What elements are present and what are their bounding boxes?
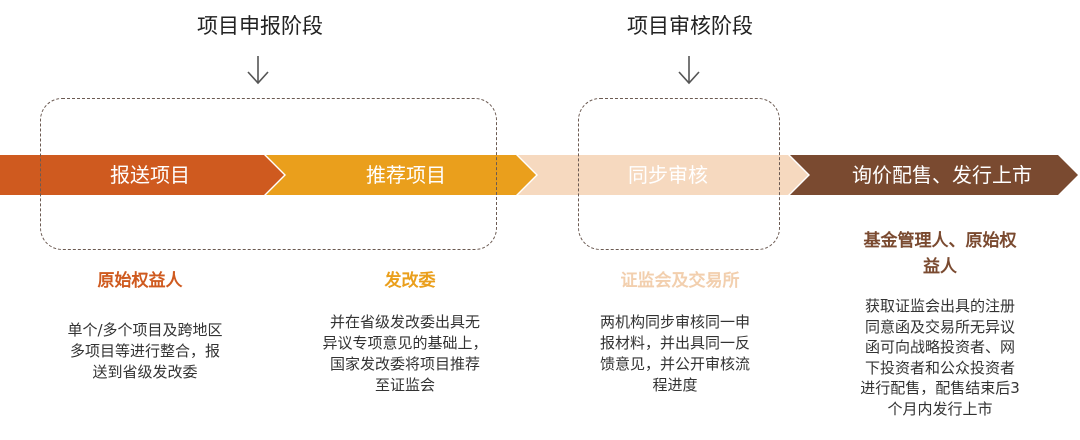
actor-ndrc: 发改委 xyxy=(384,271,436,291)
description-line: 两机构同步审核同一申 xyxy=(599,313,750,331)
down-arrow-icon xyxy=(678,56,700,85)
description-line: 异议专项意见的基础上， xyxy=(322,334,488,352)
actor-fund-manager: 基金管理人、原始权 益人 xyxy=(820,228,1060,280)
description-submit: 单个/多个项目及跨地区 多项目等进行整合，报 送到省级发改委 xyxy=(40,320,250,383)
actor-fund-manager-line1: 基金管理人、原始权 xyxy=(863,231,1017,251)
step-label-issue: 询价配售、发行上市 xyxy=(852,163,1032,187)
description-issue: 获取证监会出具的注册 同意函及交易所无异议 函可向战略投资者、网 下投资者和公众… xyxy=(835,296,1045,419)
actor-fund-manager-line2: 益人 xyxy=(923,257,957,277)
description-recommend: 并在省级发改委出具无 异议专项意见的基础上， 国家发改委将项目推荐 至证监会 xyxy=(300,312,510,396)
phase-box-review xyxy=(578,98,780,250)
description-line: 个月内发行上市 xyxy=(887,399,993,418)
process-flow xyxy=(0,155,1078,195)
phase-label-review: 项目审核阶段 xyxy=(627,14,753,38)
step-label-submit: 报送项目 xyxy=(110,163,190,187)
step-label-recommend: 推荐项目 xyxy=(366,163,446,187)
description-line: 至证监会 xyxy=(374,376,435,394)
description-line: 馈意见，并公开审核流 xyxy=(599,355,750,373)
phase-label-declaration: 项目申报阶段 xyxy=(197,14,323,38)
description-line: 同意函及交易所无异议 xyxy=(864,317,1015,336)
description-line: 送到省级发改委 xyxy=(92,363,198,381)
description-line: 程进度 xyxy=(652,376,698,394)
step-shape-review xyxy=(518,155,808,195)
actor-original-owner: 原始权益人 xyxy=(97,271,183,291)
description-line: 下投资者和公众投资者 xyxy=(864,358,1015,377)
down-arrow-icon xyxy=(247,56,269,85)
step-shape-recommend xyxy=(266,155,536,195)
phase-box-declaration xyxy=(40,98,497,250)
step-shape-issue xyxy=(790,155,1078,195)
description-line: 函可向战略投资者、网 xyxy=(864,338,1015,356)
step-label-review: 同步审核 xyxy=(628,163,708,187)
description-line: 并在省级发改委出具无 xyxy=(329,313,480,331)
description-line: 获取证监会出具的注册 xyxy=(864,297,1015,315)
description-line: 多项目等进行整合，报 xyxy=(69,342,220,360)
description-review: 两机构同步审核同一申 报材料，并出具同一反 馈意见，并公开审核流 程进度 xyxy=(570,312,780,396)
description-line: 国家发改委将项目推荐 xyxy=(329,355,480,373)
description-line: 报材料，并出具同一反 xyxy=(599,334,750,352)
actor-csrc-exchange: 证监会及交易所 xyxy=(620,271,740,291)
step-shape-submit xyxy=(0,155,284,195)
description-line: 进行配售，配售结束后3 xyxy=(860,379,1020,397)
description-line: 单个/多个项目及跨地区 xyxy=(67,321,223,339)
